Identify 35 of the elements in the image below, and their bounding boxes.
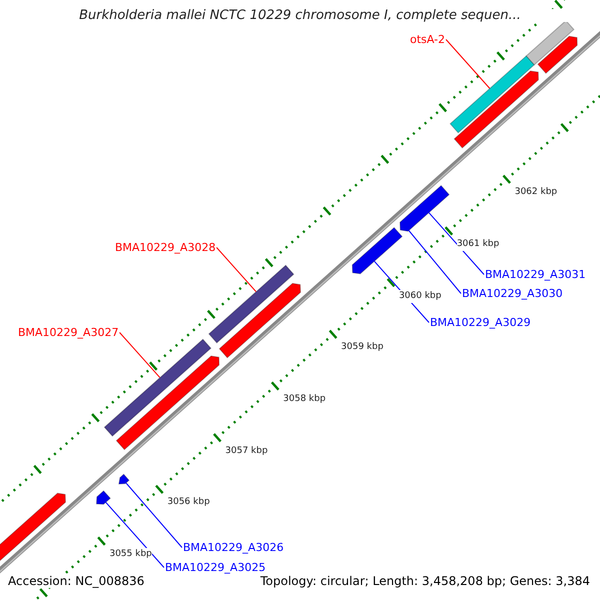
gene-segment [118,474,130,485]
gene-label: BMA10229_A3031 [485,268,586,281]
leader-line [105,502,164,568]
gene-segment [218,282,301,358]
gene-segment [96,490,111,505]
gene-label: BMA10229_A3026 [183,541,284,554]
accession-text: Accession: NC_008836 [8,575,144,588]
leader-line [446,39,490,89]
gene-label: BMA10229_A3029 [430,316,531,329]
tick-label: 3060 kbp [398,290,442,303]
gene-label: BMA10229_A3027 [18,326,119,339]
tick-label: 3057 kbp [225,444,268,458]
gene-label: BMA10229_A3025 [165,561,266,574]
gene-segment [0,492,66,562]
leader-line [428,212,484,275]
leader-line [119,332,160,378]
gene-segment [454,70,539,149]
genome-summary-text: Topology: circular; Length: 3,458,208 bp; Genes: 3,384 [260,575,590,588]
tick-label: 3058 kbp [283,392,326,406]
leader-line [408,230,462,294]
gene-bar [208,264,294,344]
gene-segment [116,355,220,450]
gene-label: BMA10229_A3028 [115,241,216,254]
tick-label: 3055 kbp [109,548,152,561]
gene-bar [450,55,535,134]
gene-segment [400,184,450,232]
gene-label: BMA10229_A3030 [462,287,563,300]
tick-label: 3061 kbp [456,238,500,251]
leader-line [126,482,182,548]
gene-bar [526,20,575,66]
gene-segment [537,36,578,74]
leader-line [216,247,257,292]
gene-label: otsA-2 [410,33,446,46]
gene-segment [352,226,403,274]
gene-bar [104,338,212,437]
